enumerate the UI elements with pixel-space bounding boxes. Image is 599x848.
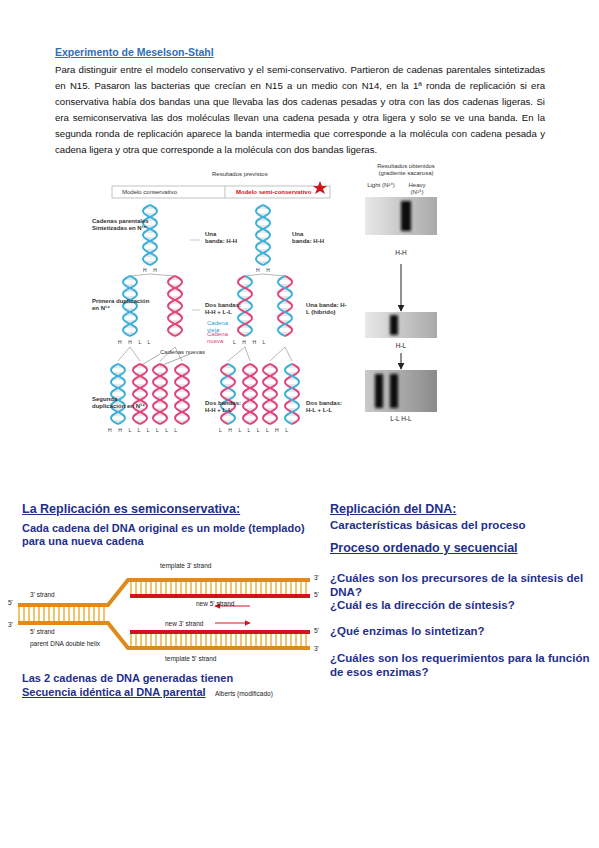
section-heading: Resultados obtenidos (gradiente sacarosa…	[366, 163, 446, 177]
band-note: Una banda: H-H	[205, 231, 237, 245]
gel-image	[365, 197, 437, 235]
question-text: ¿Cuál es la dirección de síntesis?	[330, 598, 595, 612]
dna-helix	[221, 364, 235, 424]
slide-subheading: Características básicas del proceso	[330, 518, 526, 532]
end-label: 3'	[314, 645, 319, 653]
branch-line	[118, 347, 292, 361]
strand-letters: H H	[143, 267, 159, 273]
page-title: Experimento de Meselson-Stahl	[55, 46, 214, 58]
gel-axis-label: Heavy (N¹⁵)	[402, 182, 432, 196]
question-text: ¿Qué enzimas lo sintetizan?	[330, 624, 595, 638]
body-paragraph: Para distinguir entre el modelo conserva…	[55, 62, 545, 158]
band-note: Dos bandas: H-L + L-L	[306, 400, 348, 414]
strand-letters: L H L L L L H L	[219, 427, 291, 433]
band-note: Dos bandas: H-H + L-L	[205, 302, 245, 316]
branch-line	[130, 274, 285, 276]
source-note: Alberts (modificado)	[215, 690, 273, 698]
new-strand	[130, 594, 310, 598]
dna-helix	[243, 364, 257, 424]
new-strand	[130, 630, 310, 634]
dna-helix	[143, 205, 157, 265]
question-text: ¿Cuáles son los precursores de la síntes…	[330, 571, 595, 599]
header-divider	[225, 186, 226, 198]
strand-letters: L H H L	[233, 339, 268, 345]
figure-label: new 3' strand	[165, 620, 203, 628]
column-heading: Modelo semi-conservativo	[236, 189, 311, 196]
slide-subheading: Cada cadena del DNA original es un molde…	[22, 522, 312, 548]
end-label: 5'	[8, 599, 13, 607]
base-pairs	[18, 606, 108, 622]
gel-label: H-L	[365, 342, 437, 349]
figure-label: 5' strand	[30, 628, 55, 636]
dna-helix	[175, 364, 189, 424]
base-pairs	[130, 582, 310, 595]
direction-arrow	[215, 622, 250, 623]
leader-line	[190, 240, 200, 310]
strand-letters: H H	[256, 267, 272, 273]
band-note: Una banda: H-L (híbrido)	[306, 302, 348, 316]
figure-label: template 5' strand	[165, 655, 216, 663]
dna-helix	[278, 276, 292, 336]
figure-label: template 3' strand	[160, 562, 211, 570]
end-label: 3'	[314, 574, 319, 582]
row-label: Cadenas parentales Sintetizadas en N¹⁵	[92, 218, 152, 232]
gel-label: H-H	[365, 249, 437, 256]
arrow-connector	[401, 353, 402, 369]
end-label: 3'	[8, 621, 13, 629]
dna-helix	[263, 364, 277, 424]
pointer-note: Cadenas nuevas	[160, 349, 205, 356]
dna-helix	[133, 364, 147, 424]
column-heading: Modelo conservativo	[122, 189, 177, 196]
gel-axis-label: Light (N¹⁴)	[366, 182, 396, 189]
gel-label: L-L H-L	[365, 415, 437, 422]
figure-caption: Secuencia idéntica al DNA parental	[22, 686, 206, 699]
end-label: 5'	[314, 591, 319, 599]
arrow-connector	[401, 264, 402, 311]
header-box	[112, 186, 330, 198]
band-note: Una banda: H-H	[292, 231, 324, 245]
figure-label: new 5' strand	[196, 600, 234, 608]
dna-helix	[285, 364, 299, 424]
row-label: Segunda duplicación en N¹⁴	[92, 396, 150, 410]
row-label: Primera duplicación en N¹⁴	[92, 298, 150, 312]
template-strand	[18, 623, 310, 648]
section-heading: Resultados previstos	[212, 171, 268, 178]
star-mark	[313, 181, 327, 194]
slide-heading: La Replicación es semiconservativa:	[22, 502, 240, 516]
dna-helix	[111, 364, 125, 424]
gel-image	[365, 312, 437, 338]
dna-helix	[168, 276, 182, 336]
strand-letters: H H L L L L L L	[108, 427, 180, 433]
figure-label: 3' strand	[30, 591, 55, 599]
gel-lane: H-H	[365, 197, 437, 263]
base-pairs	[130, 634, 310, 647]
figure-caption: Las 2 cadenas de DNA generadas tienen	[22, 672, 233, 685]
question-text: ¿Cuáles son los requerimientos para la f…	[330, 651, 595, 679]
end-label: 5'	[314, 627, 319, 635]
template-strand	[18, 580, 310, 605]
strand-letters: H H L L	[118, 339, 153, 345]
gel-image	[365, 370, 437, 412]
slide-heading: Replicación del DNA:	[330, 502, 456, 516]
dna-helix	[153, 364, 167, 424]
figure-label: parent DNA double helix	[30, 640, 100, 648]
gel-lane: H-L	[365, 312, 437, 352]
gel-lane: L-L H-L	[365, 370, 437, 426]
slide-heading: Proceso ordenado y secuencial	[330, 541, 518, 555]
band-note: Dos bandas: H-H + L-L	[205, 400, 245, 414]
dna-helix	[256, 205, 270, 265]
dna-helix	[123, 276, 137, 336]
